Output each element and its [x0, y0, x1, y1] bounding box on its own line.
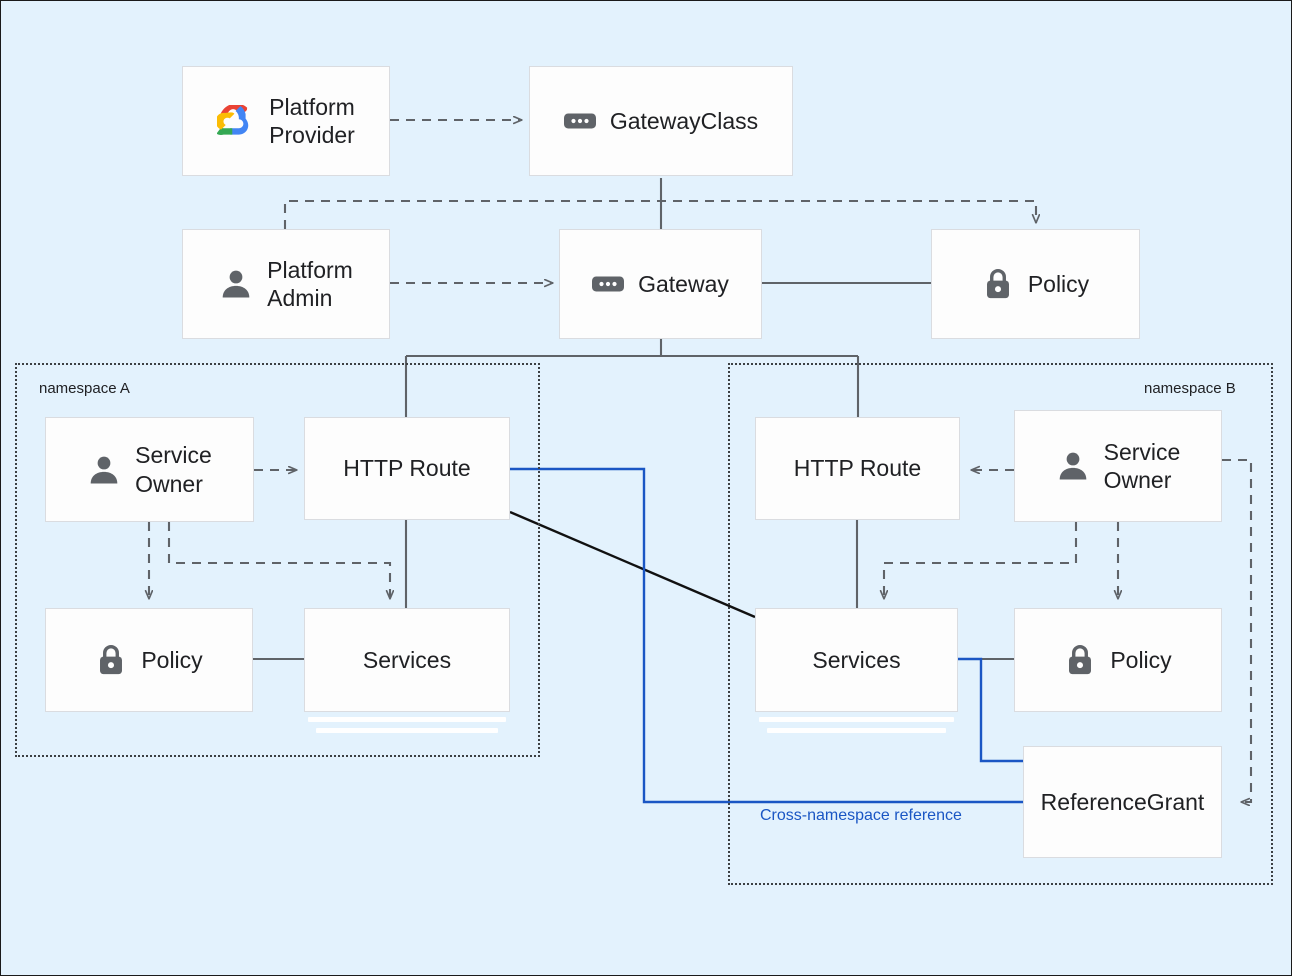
services-a-stack-2	[316, 728, 498, 733]
cross-namespace-reference-label: Cross-namespace reference	[760, 807, 962, 824]
services-a-stack-1	[308, 717, 506, 722]
node-policy-top[interactable]: Policy	[931, 229, 1140, 339]
node-services-b[interactable]: Services	[755, 608, 958, 712]
node-policy-a[interactable]: Policy	[45, 608, 253, 712]
node-label: Policy	[141, 646, 203, 673]
namespace-b-group	[728, 363, 1273, 885]
gateway-chip-icon	[563, 113, 596, 129]
node-gateway[interactable]: Gateway	[559, 229, 762, 339]
namespace-a-label: namespace A	[39, 380, 130, 397]
node-label: Services	[812, 646, 901, 673]
node-policy-b[interactable]: Policy	[1014, 608, 1222, 712]
node-label: Service Owner	[1103, 438, 1181, 493]
node-service-owner-a[interactable]: Service Owner	[45, 417, 254, 522]
node-label: ReferenceGrant	[1040, 788, 1205, 815]
google-cloud-icon	[217, 105, 249, 135]
lock-icon	[1069, 644, 1092, 675]
services-b-stack-2	[767, 728, 946, 733]
services-b-stack-1	[759, 717, 954, 722]
node-label: HTTP Route	[343, 455, 471, 482]
lock-icon	[986, 268, 1009, 299]
node-reference-grant[interactable]: ReferenceGrant	[1023, 746, 1222, 858]
node-platform-admin[interactable]: Platform Admin	[182, 229, 390, 339]
node-label: Platform Provider	[269, 93, 355, 148]
node-label: HTTP Route	[793, 455, 922, 482]
edge-admin-to-policy	[283, 199, 1036, 229]
node-platform-provider[interactable]: Platform Provider	[182, 66, 390, 176]
node-label: Service Owner	[135, 442, 212, 497]
node-label: Gateway	[638, 270, 729, 297]
node-label: GatewayClass	[609, 107, 759, 134]
node-label: Policy	[1027, 270, 1090, 297]
edge-route-a-to-services-b-diagonal	[509, 510, 756, 619]
person-icon	[90, 456, 118, 483]
node-http-route-b[interactable]: HTTP Route	[755, 417, 960, 520]
lock-icon	[100, 644, 123, 675]
gateway-chip-icon	[592, 276, 625, 292]
node-label: Platform Admin	[267, 256, 353, 311]
person-icon	[1059, 452, 1086, 480]
person-icon	[222, 270, 250, 298]
node-services-a[interactable]: Services	[304, 608, 510, 712]
node-service-owner-b[interactable]: Service Owner	[1014, 410, 1222, 522]
node-label: Services	[362, 646, 452, 673]
namespace-a-group	[15, 363, 540, 757]
node-label: Policy	[1110, 646, 1172, 673]
node-gatewayclass[interactable]: GatewayClass	[529, 66, 793, 176]
namespace-b-label: namespace B	[1144, 380, 1236, 397]
node-http-route-a[interactable]: HTTP Route	[304, 417, 510, 520]
